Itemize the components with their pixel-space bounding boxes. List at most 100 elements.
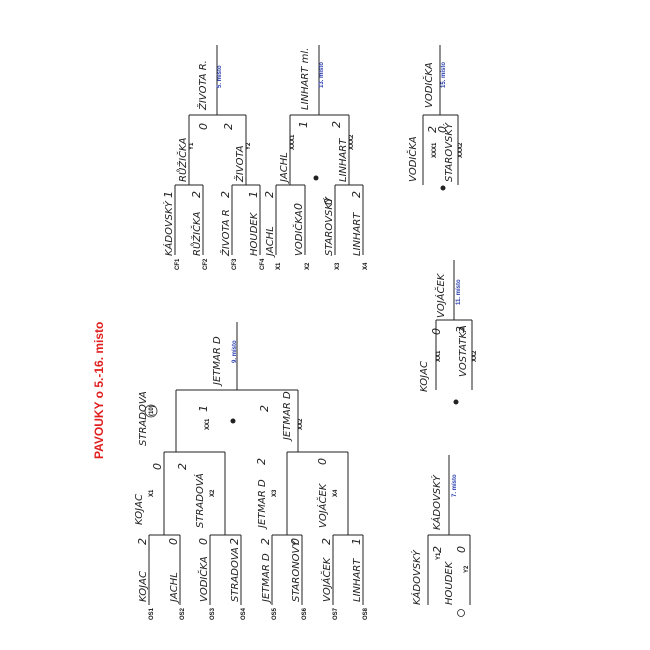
score: 2 — [330, 121, 343, 128]
place-label: 7. místo — [452, 474, 458, 497]
player-name: VOSTATKA — [458, 325, 469, 377]
player-name: HOUDEK — [444, 560, 455, 605]
slot-label: X3 — [272, 489, 278, 497]
player-name: KOJAC — [134, 494, 145, 525]
slot-label: OS5 — [272, 607, 278, 620]
player-name: KOJAC — [419, 361, 430, 392]
player-name: LINHART — [338, 138, 349, 182]
player-name: VODIČKA — [197, 556, 210, 602]
slot-label: XX1 — [205, 418, 211, 430]
winner-name: VODIČKA — [422, 62, 435, 108]
ink-dot — [453, 399, 459, 405]
place-label: 13. místo — [319, 62, 325, 88]
score: 1 — [247, 191, 260, 198]
score: 0 — [316, 458, 329, 465]
player-name: RŮŽIČKA — [190, 211, 203, 256]
bracket-xxx: XXX1 XXX2 VODIČKA STAROVSKÝ 2 0 VODIČKA … — [406, 45, 464, 191]
player-name: LINHART — [352, 212, 363, 256]
score: 2 — [258, 405, 271, 412]
slot-label: Y2 — [464, 565, 470, 573]
slot-label: OS2 — [180, 607, 186, 620]
score: 1 — [297, 121, 310, 128]
slot-label: X2 — [210, 489, 216, 497]
player-name: VOJÁČEK — [316, 482, 329, 528]
score: 2 — [263, 191, 276, 198]
slot-label: X2 — [305, 262, 311, 270]
player-name: STARONOVY — [291, 540, 302, 602]
slot-label: OS3 — [210, 607, 216, 620]
score: 1 — [350, 538, 363, 545]
player-name: JACHL — [265, 226, 276, 258]
player-name: VODIČKA — [292, 210, 305, 256]
player-name: JETMAR D — [257, 479, 268, 530]
slot-label: CF1 — [175, 258, 181, 270]
bracket-y: Y1 Y2 KÁDOVSKÝ HOUDEK 2 0 KÁDOVSKÝ 7. mí… — [410, 455, 471, 617]
score: 0 — [167, 538, 180, 545]
slot-label: XXX2 — [349, 134, 355, 150]
score: 0 — [322, 198, 335, 205]
place-label: 9. místo — [232, 340, 238, 363]
ink-dot — [313, 175, 319, 181]
slot-label: X3 — [335, 262, 341, 270]
ink-dot — [440, 185, 446, 191]
player-name: JACHL — [169, 572, 180, 604]
score: 2 — [222, 123, 235, 130]
score: 0 — [197, 538, 210, 545]
player-name: JETMAR D — [261, 553, 272, 604]
slot-label: XXX1 — [290, 134, 296, 150]
player-name: STAROVSKÝ — [322, 196, 335, 256]
slot-label: Y1 — [436, 552, 442, 560]
score: 0 — [430, 328, 443, 335]
score: 2 — [350, 191, 363, 198]
player-name: ŽIVOTA — [233, 145, 246, 183]
slot-label: X4 — [363, 262, 369, 270]
slot-label: XXX1 — [432, 142, 438, 158]
score: 2 — [259, 538, 272, 545]
score: 2 — [176, 463, 189, 470]
score: 3 — [454, 326, 467, 333]
player-name: KÁDOVSKÝ — [162, 200, 175, 256]
player-name: RŮŽIČKA — [176, 137, 189, 182]
page-title: PAVOUKY o 5.-16. misto — [92, 322, 106, 459]
score: 0 — [151, 463, 164, 470]
player-name: ŽIVOTA R — [219, 209, 232, 257]
player-name: STRADOVA — [230, 547, 241, 602]
slot-label: CF4 — [260, 258, 266, 270]
slot-label: OS8 — [363, 607, 369, 620]
note-circle — [457, 609, 465, 617]
score: 2 — [190, 191, 203, 198]
slot-label: OS1 — [149, 607, 155, 620]
place-label: 15. místo — [441, 62, 447, 88]
score: 2 — [426, 126, 439, 133]
slot-label: CF3 — [232, 258, 238, 270]
winner-name: KÁDOVSKÝ — [430, 474, 443, 530]
score: 2 — [228, 538, 241, 545]
bracket-cf: CF1 CF2 CF3 CF4 KÁDOVSKÝ RŮŽIČKA ŽIVOTA … — [162, 45, 266, 270]
note-circle — [144, 404, 158, 418]
player-name: HOUDEK — [249, 211, 260, 256]
score: 0 — [197, 123, 210, 130]
bracket-os: OS1 OS2 OS3 OS4 OS5 OS6 OS7 OS8 KOJAC JA… — [134, 322, 369, 620]
score: 2 — [320, 538, 333, 545]
slot-label: Y1 — [189, 142, 195, 150]
winner-name: JETMAR D — [212, 336, 223, 387]
score: 2 — [136, 538, 149, 545]
ink-dot — [230, 418, 236, 424]
score: 1 — [197, 405, 210, 412]
player-name: VOJÁČEK — [320, 556, 333, 602]
slot-label: XX2 — [298, 418, 304, 430]
player-name: STRADOVA — [138, 391, 149, 446]
score: 0 — [292, 203, 305, 210]
score: 2 — [431, 546, 444, 553]
score: 2 — [219, 191, 232, 198]
winner-name: LINHART ml. — [300, 48, 311, 110]
score: 0 — [436, 126, 449, 133]
slot-label: XX1 — [436, 350, 442, 362]
score: 1 — [162, 191, 175, 198]
bracket-xx: XX1 XX2 KOJAC VOSTATKA 0 3 VOJÁČEK 11. m… — [419, 260, 478, 405]
score-note: (10) — [149, 405, 155, 416]
slot-label: OS6 — [302, 607, 308, 620]
slot-label: X4 — [333, 489, 339, 497]
player-name: STRADOVÁ — [193, 473, 206, 528]
